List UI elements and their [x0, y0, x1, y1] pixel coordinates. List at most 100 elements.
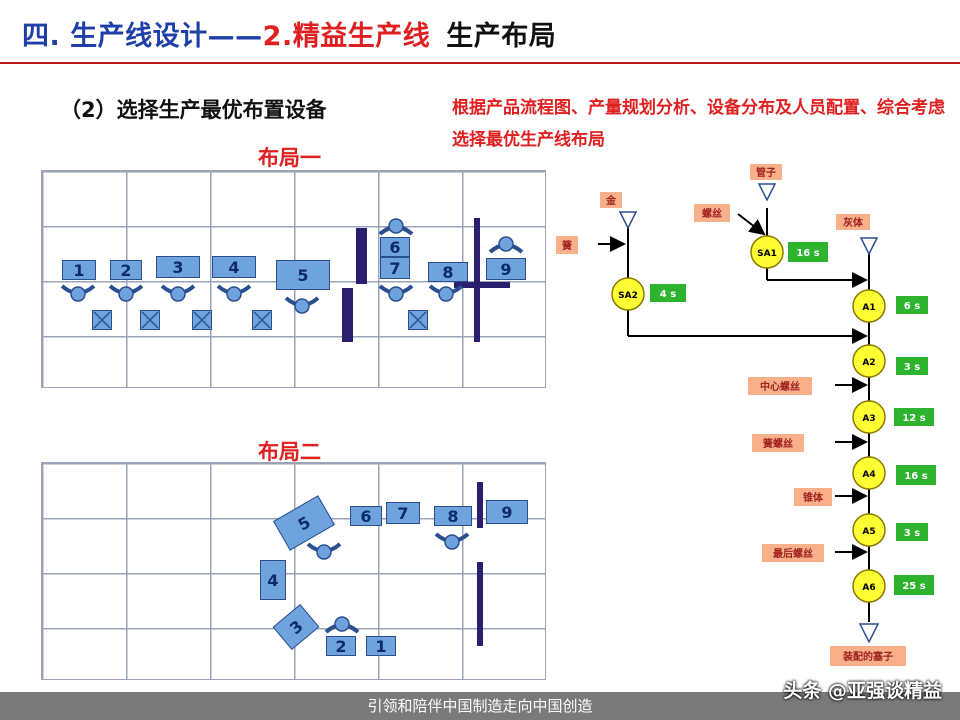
layout2-station-2: 2 [326, 636, 356, 656]
footer-bar: 引领和陪伴中国制造走向中国创造 [0, 692, 960, 720]
input-label-luosi: 螺丝 [702, 207, 722, 220]
operator-icon [428, 284, 464, 302]
svg-text:A5: A5 [862, 527, 875, 537]
input-label-box [794, 488, 832, 506]
layout2-station-8: 8 [434, 506, 472, 526]
layout1-station-8: 8 [428, 262, 468, 282]
page-title: 四. 生产线设计——2.精益生产线生产布局 [22, 14, 556, 53]
operator-icon [378, 284, 414, 302]
storage-triangle-icon [618, 211, 638, 230]
material-box-icon [408, 310, 428, 330]
svg-text:A4: A4 [862, 470, 875, 480]
operator-icon [324, 616, 360, 634]
operator-icon [284, 296, 320, 314]
layout1-station-9: 9 [486, 258, 526, 280]
input-label-box [752, 434, 804, 452]
process-node-A2: A2 3 s [852, 344, 928, 378]
layout2-station-1: 1 [366, 636, 396, 656]
input-label-zuihou: 最后螺丝 [773, 547, 813, 560]
output-label-box [830, 646, 906, 666]
svg-text:A1: A1 [862, 303, 875, 313]
layout1-title: 布局一 [258, 146, 321, 170]
input-label-huangluosi: 簧螺丝 [763, 437, 793, 450]
layout1-partition-wall [356, 228, 367, 284]
input-label-tong: 簧 [562, 239, 572, 252]
process-flowchart: 金 簧 螺丝 管子 灰体 中心螺丝 簧螺丝 锥体 最后螺丝 装配的塞子 SA2 … [548, 160, 960, 674]
title-part-subject: 生产布局 [446, 21, 557, 52]
subtitle: （2）选择生产最优布置设备 [60, 98, 327, 122]
svg-text:12 s: 12 s [902, 413, 925, 424]
svg-text:A2: A2 [862, 358, 875, 368]
svg-text:3 s: 3 s [904, 528, 920, 539]
svg-text:3 s: 3 s [904, 362, 920, 373]
operator-icon [60, 284, 96, 302]
input-label-box [836, 214, 870, 230]
svg-text:6 s: 6 s [904, 301, 920, 312]
layout1-station-7: 7 [380, 257, 410, 279]
storage-triangle-icon [859, 237, 879, 256]
input-label-huiti: 灰体 [843, 216, 864, 229]
input-label-box [762, 544, 824, 562]
layout1-partition-wall [342, 288, 353, 342]
layout2-station-9: 9 [486, 500, 528, 524]
layout2-title: 布局二 [258, 440, 321, 464]
input-label-jin: 金 [605, 194, 617, 207]
operator-icon [216, 284, 252, 302]
process-node-A1: A1 6 s [852, 289, 928, 323]
input-label-box [748, 377, 812, 395]
layout1-station-6: 6 [380, 237, 410, 257]
svg-text:25 s: 25 s [902, 581, 925, 592]
material-box-icon [140, 310, 160, 330]
layout2-station-4: 4 [260, 560, 286, 600]
layout2-station-6: 6 [350, 506, 382, 526]
footer-slogan: 引领和陪伴中国制造走向中国创造 [367, 697, 593, 715]
process-node-SA2: SA2 4 s [611, 277, 686, 311]
svg-text:4 s: 4 s [660, 289, 676, 300]
process-node-A5: A5 3 s [852, 513, 928, 547]
input-label-zhuiti: 锥体 [803, 491, 824, 504]
title-part-topic: 2.精益生产线 [262, 21, 431, 52]
input-label-box [556, 236, 578, 254]
operator-icon [378, 218, 414, 236]
layout1-station-3: 3 [156, 256, 200, 278]
input-label-guanzi: 管子 [756, 166, 776, 179]
material-box-icon [192, 310, 212, 330]
watermark: 头条 @亚强谈精益 [783, 680, 942, 702]
storage-triangle-icon [757, 183, 777, 202]
input-label-box [600, 192, 622, 208]
material-box-icon [92, 310, 112, 330]
svg-text:A3: A3 [862, 414, 875, 424]
layout1-station-4: 4 [212, 256, 256, 278]
header-divider [0, 62, 960, 64]
layout1-station-2: 2 [110, 260, 142, 280]
operator-icon [306, 542, 342, 560]
operator-icon [488, 236, 524, 254]
process-node-A3: A3 12 s [852, 400, 934, 434]
layout1-partition-wall [454, 282, 510, 288]
input-label-box [750, 164, 782, 180]
process-node-A4: A4 16 s [852, 456, 936, 490]
svg-text:16 s: 16 s [904, 471, 927, 482]
material-box-icon [252, 310, 272, 330]
output-label: 装配的塞子 [842, 650, 893, 663]
operator-icon [434, 532, 470, 550]
svg-text:SA1: SA1 [757, 249, 777, 259]
layout1-station-1: 1 [62, 260, 96, 280]
svg-text:A6: A6 [862, 583, 875, 593]
description-text: 根据产品流程图、产量规划分析、设备分布及人员配置、综合考虑选择最优生产线布局 [452, 98, 945, 150]
input-label-box [694, 204, 730, 222]
process-node-A6: A6 25 s [852, 569, 934, 603]
layout1-station-5: 5 [276, 260, 330, 290]
operator-icon [108, 284, 144, 302]
layout2-station-7: 7 [386, 502, 420, 524]
layout1-partition-wall [474, 218, 480, 342]
layout2-partition-wall [477, 562, 483, 646]
svg-text:SA2: SA2 [618, 291, 638, 301]
layout2-partition-wall [477, 482, 483, 528]
operator-icon [160, 284, 196, 302]
svg-text:16 s: 16 s [796, 248, 819, 259]
output-triangle-icon [858, 623, 880, 644]
title-part-section: 四. 生产线设计—— [22, 21, 263, 52]
process-node-SA1: SA1 16 s [750, 235, 828, 269]
input-label-zhongxin: 中心螺丝 [760, 380, 800, 393]
